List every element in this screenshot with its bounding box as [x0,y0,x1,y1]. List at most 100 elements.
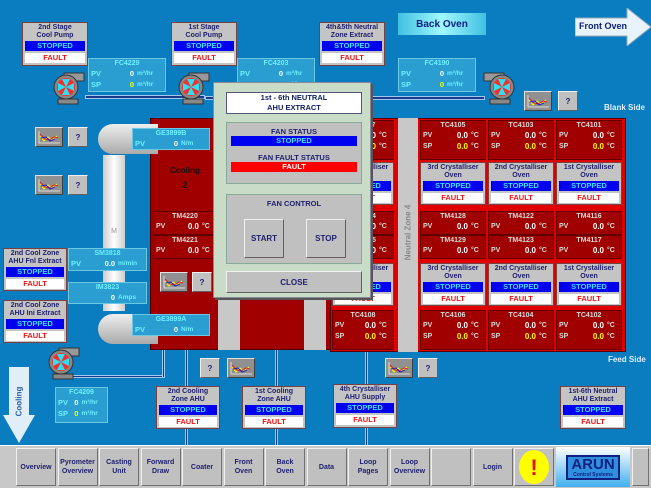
pv-value: 0.0 [456,222,468,231]
unit: °C [539,333,547,340]
close-button[interactable]: CLOSE [226,271,362,293]
nav-label-line: Oven [234,468,253,475]
trend-button[interactable] [385,358,413,378]
alarm-button[interactable]: ! [514,448,554,486]
tag-label: GE3899A [155,316,187,323]
fault-state: FAULT [25,53,85,63]
pump-icon[interactable] [45,346,81,380]
pv-value: 0.0 [456,246,468,255]
run-state: STOPPED [322,41,382,51]
row-label: SP [58,409,69,418]
front-oven-label: Front Oven [579,21,628,31]
start-button[interactable]: START [244,219,284,258]
help-button[interactable]: ? [192,272,212,292]
sp-label: SP [423,333,433,340]
back-oven-button[interactable]: Back Oven [398,13,486,35]
nav-label-line: Oven [276,468,294,475]
tag-label: IM3823 [95,284,120,291]
row-unit: N/m [181,326,194,333]
unit: °C [379,132,387,139]
tag-label: SM3818 [94,250,121,257]
row-value: 0 [173,139,178,148]
trend-button[interactable] [35,175,63,195]
nav-label: Overview [20,463,51,472]
alarm-icon: ! [519,450,549,484]
nav-button-login[interactable]: Login [472,448,513,486]
nav-label-line: Casting [106,459,132,466]
nav-button-coater[interactable]: Coater [182,448,222,486]
front-oven-button[interactable]: Front Oven [575,8,651,46]
pump-icon[interactable] [175,71,211,105]
fault-state: FAULT [6,331,64,341]
pv-label: PV [491,322,501,329]
nav-button-blank[interactable] [431,448,471,486]
row-unit: m³/hr [81,410,98,417]
pv-label: PV [559,322,569,329]
cooling-label: Cooling [170,166,200,175]
tag-label: TC4104 [508,312,534,319]
help-button[interactable]: ? [558,91,578,111]
sp-label: SP [491,143,501,150]
row-label: SP [91,80,102,89]
help-button[interactable]: ? [68,175,88,195]
trend-button[interactable] [524,91,552,111]
sp-label: SP [559,143,569,150]
unit: °C [202,247,210,254]
help-button[interactable]: ? [68,127,88,147]
trend-button[interactable] [227,358,255,378]
row-value: 0 [439,69,444,78]
nav-label: Data [319,463,334,472]
fan-fault-value: FAULT [231,162,357,172]
nav-button-overview[interactable]: Overview [16,448,56,486]
tag-label: TM4220 [172,213,198,220]
trend-button[interactable] [160,272,188,292]
row-unit: m³/hr [447,81,464,88]
tag-label: TM4122 [508,213,534,220]
unit: °C [379,247,387,254]
pump-icon[interactable] [50,71,86,105]
help-button[interactable]: ? [418,358,438,378]
stop-button[interactable]: STOP [306,219,346,258]
status-title: 4th Crystalliser [339,386,391,393]
row-unit: N/m [181,140,194,147]
tag-label: FC4190 [424,60,450,67]
cooling-arrow: Cooling [3,367,35,443]
fault-state: FAULT [6,279,64,289]
help-button[interactable]: ? [200,358,220,378]
nav-label-line: Back [276,459,294,466]
nav-label-line: Front [234,459,253,466]
taskbar-end [632,448,649,486]
roller-label: M [111,228,117,235]
unit: °C [539,322,547,329]
nav-button-data[interactable]: Data [306,448,347,486]
trend-button[interactable] [35,127,63,147]
status-title: 1st Crystalliser [563,164,615,171]
neutral-zone-4-strip: Neutral Zone 4 [398,118,418,352]
row-value: 0 [110,293,115,302]
tag-label: TC4108 [350,312,376,319]
pv-label: PV [156,247,166,254]
pump-icon[interactable] [482,71,518,105]
row-unit: Amps [118,294,137,301]
unit: °C [379,223,387,230]
